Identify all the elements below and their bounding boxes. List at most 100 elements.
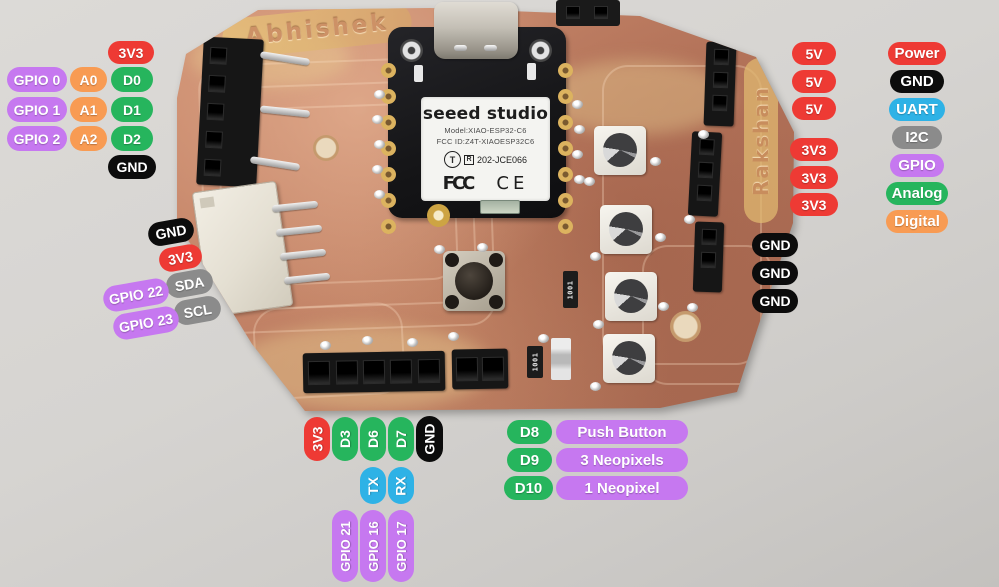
left-header-socket: [196, 36, 264, 188]
bottom-header-socket: [451, 348, 509, 390]
castellated-pad: [381, 63, 396, 78]
peripheral-text: 3 Neopixels: [580, 451, 664, 469]
pin-text: D2: [123, 130, 141, 147]
solder-joint: [698, 130, 709, 139]
pin-label-gnd-r1: GND: [752, 233, 798, 257]
peripheral-label-3-neopixels: 3 Neopixels: [556, 448, 688, 472]
cert-row: T R 202-JCE066: [421, 151, 550, 168]
pin-label-gpio0: GPIO 0: [7, 67, 67, 92]
solder-joint: [655, 233, 666, 242]
pin-label-a1: A1: [70, 97, 107, 122]
resistor-code: 1001: [566, 280, 575, 299]
pin-label-5v-3: 5V: [792, 97, 836, 120]
pin-text: 5V: [805, 45, 823, 62]
seeed-studio-logo: seeed studio: [422, 104, 549, 124]
pin-label-a2: A2: [70, 126, 107, 151]
pin-label-d0: D0: [111, 67, 153, 92]
solder-joint: [584, 177, 595, 186]
castellated-pad: [558, 63, 573, 78]
header-hole: [713, 48, 729, 66]
neopixel-led: [594, 126, 646, 175]
right-header-socket: [687, 131, 723, 217]
pin-text: GND: [759, 293, 791, 309]
castellated-pad: [558, 167, 573, 182]
pin-text: GPIO 17: [393, 520, 409, 572]
smd-resistor: 1001: [563, 271, 578, 308]
usb-contact: [454, 45, 467, 51]
button-foot: [445, 253, 459, 267]
pin-text: 3V3: [801, 141, 827, 158]
xiao-label: seeed studio Model:XIAO-ESP32-C6 FCC ID:…: [421, 97, 550, 201]
pin-text: D10: [514, 479, 543, 497]
module-screw-pad: [400, 39, 423, 62]
pin-label-3v3-r1: 3V3: [790, 138, 838, 161]
smd-resistor: 1001: [527, 346, 543, 378]
pin-text: 3V3: [801, 169, 827, 186]
pin-label-gpio16: GPIO 16: [360, 510, 386, 582]
header-hole: [698, 138, 715, 156]
pin-label-d3: D3: [332, 417, 358, 461]
neopixel-led: [603, 334, 655, 383]
pin-text: GND: [116, 159, 148, 175]
header-hole: [335, 360, 358, 385]
pin-label-gnd-r3: GND: [752, 289, 798, 313]
logo-row: FCC CE: [421, 173, 550, 194]
castellated-pad: [558, 219, 573, 234]
model-text: Model:XIAO-ESP32-C6: [444, 126, 527, 135]
pin-label-d2: D2: [111, 126, 153, 151]
pin-text: GND: [421, 423, 438, 455]
solder-joint: [362, 336, 373, 345]
header-hole: [390, 359, 413, 384]
cert-number: 202-JCE066: [476, 154, 528, 165]
pin-text: D0: [123, 71, 141, 88]
pin-label-rx: RX: [388, 467, 414, 504]
pin-label-gnd-r2: GND: [752, 261, 798, 285]
header-hole: [308, 360, 331, 386]
pin-label-gpio1: GPIO 1: [7, 97, 67, 122]
mic-mark-icon: T: [443, 151, 461, 168]
header-hole: [455, 357, 479, 382]
solder-joint: [572, 150, 583, 159]
legend-item-analog: Analog: [886, 182, 948, 205]
module-led: [480, 200, 520, 214]
pin-text: GND: [154, 221, 188, 243]
solder-joint: [650, 157, 661, 166]
solder-joint: [658, 302, 669, 311]
castellated-pad: [381, 193, 396, 208]
pin-text: D3: [337, 430, 353, 448]
pin-text: GPIO 2: [13, 130, 61, 147]
module-marking: [527, 63, 536, 80]
pin-text: D7: [393, 430, 409, 448]
castellated-pad: [558, 193, 573, 208]
pin-label-d7: D7: [388, 417, 414, 461]
copper-board-surface: Abhishek Rakshan: [177, 8, 794, 411]
pin-label-gnd-left: GND: [108, 155, 156, 179]
header-hole: [711, 94, 728, 112]
pin-text: GND: [759, 265, 791, 281]
button-cap: [455, 262, 493, 300]
header-hole: [208, 74, 226, 93]
button-foot: [489, 295, 503, 309]
header-hole: [594, 6, 608, 19]
legend-item-i2c: I2C: [892, 126, 942, 149]
solder-joint: [684, 215, 695, 224]
pin-label-d1: D1: [111, 97, 153, 122]
pin-text: RX: [392, 475, 409, 496]
copper-blotch: [542, 60, 732, 135]
pin-label-5v-1: 5V: [792, 42, 836, 65]
pin-text: 3V3: [801, 196, 827, 213]
resistor-code: 1001: [531, 352, 540, 372]
peripheral-text: 1 Neopixel: [584, 479, 660, 497]
pin-text: 5V: [805, 73, 823, 90]
module-screw-pad: [529, 39, 552, 62]
castellated-pad: [381, 219, 396, 234]
legend-item-gpio: GPIO: [890, 154, 944, 177]
solder-joint: [407, 338, 418, 347]
header-hole: [700, 251, 717, 269]
pin-label-d9: D9: [507, 448, 552, 472]
usb-c-connector: [434, 2, 518, 59]
pin-text: GPIO 23: [117, 310, 175, 336]
header-hole: [206, 102, 225, 121]
header-hole: [701, 228, 717, 246]
pin-text: TX: [364, 476, 381, 495]
